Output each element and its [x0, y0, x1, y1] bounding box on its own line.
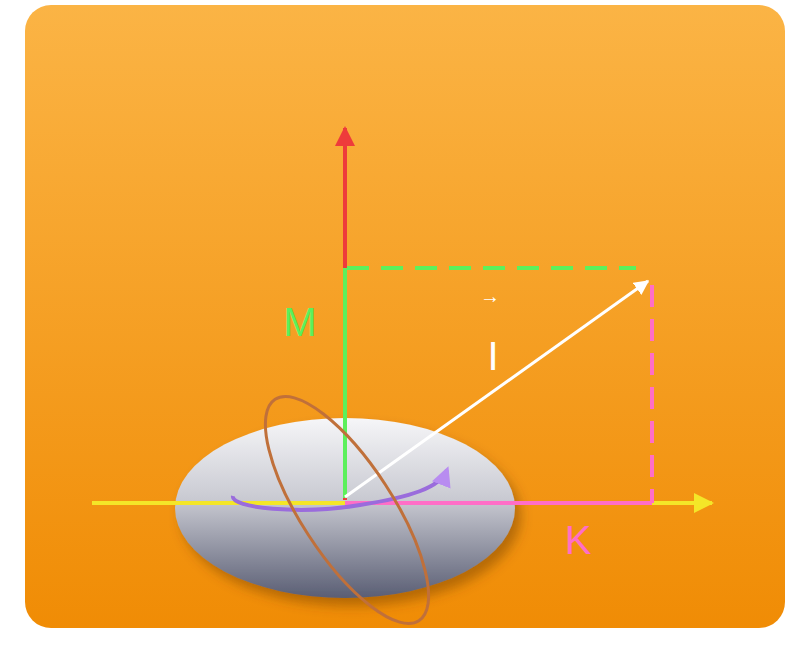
vertical-axis — [343, 128, 347, 500]
background-panel — [25, 5, 785, 628]
vector-label: I — [487, 336, 498, 376]
projection-dash — [347, 266, 636, 270]
vector-symbol: → — [480, 286, 500, 306]
horizontal-axis — [92, 501, 712, 505]
component-label: M — [283, 302, 316, 342]
rotation-arrow — [233, 470, 447, 510]
k-component — [345, 501, 652, 505]
projection-dash — [650, 285, 654, 503]
precession-orbit — [237, 374, 458, 646]
vector-arrow — [345, 281, 648, 497]
m-component — [343, 268, 347, 498]
component-label: K — [565, 520, 592, 560]
